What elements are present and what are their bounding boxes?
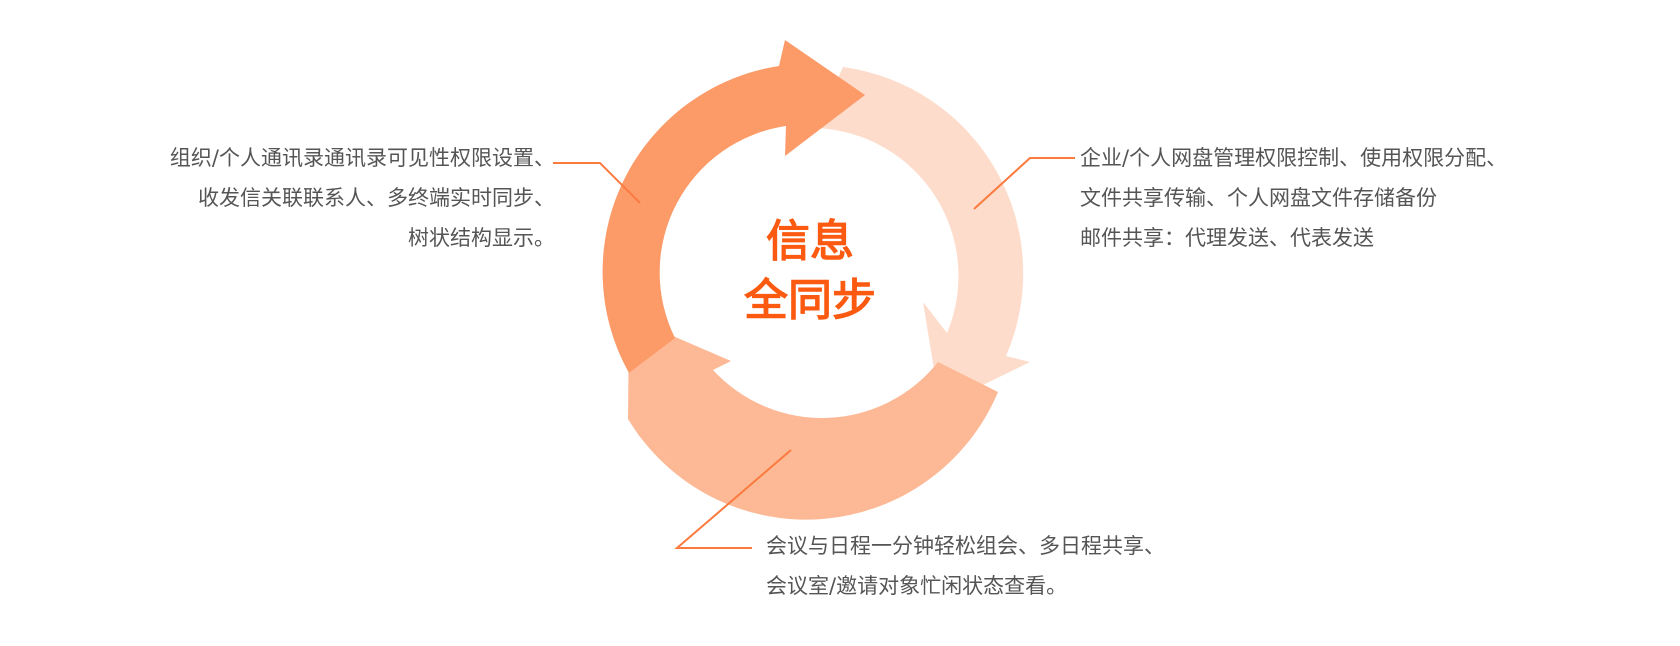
description-contacts: 组织/个人通讯录通讯录可见性权限设置、 收发信关联联系人、多终端实时同步、 树状… xyxy=(170,138,555,258)
leader-line-left xyxy=(553,162,641,204)
description-line: 会议与日程一分钟轻松组会、多日程共享、 xyxy=(766,534,1165,558)
center-title-line1: 信息 xyxy=(766,216,854,267)
description-line: 树状结构显示。 xyxy=(408,226,555,250)
description-line: 组织/个人通讯录通讯录可见性权限设置、 xyxy=(169,146,555,170)
leader-line-right xyxy=(973,157,1075,210)
description-line: 会议室/邀请对象忙闲状态查看。 xyxy=(766,574,1068,598)
cycle-arrow-top-left xyxy=(602,40,865,373)
description-line: 收发信关联联系人、多终端实时同步、 xyxy=(198,186,555,210)
cycle-arrow-right xyxy=(816,67,1030,406)
description-line: 文件共享传输、个人网盘文件存储备份 xyxy=(1080,186,1437,210)
leader-line-bottom xyxy=(674,449,792,549)
description-meetings: 会议与日程一分钟轻松组会、多日程共享、 会议室/邀请对象忙闲状态查看。 xyxy=(766,526,1165,606)
description-line: 企业/个人网盘管理权限控制、使用权限分配、 xyxy=(1080,146,1508,170)
description-netdisk: 企业/个人网盘管理权限控制、使用权限分配、 文件共享传输、个人网盘文件存储备份 … xyxy=(1080,138,1507,258)
description-line: 邮件共享：代理发送、代表发送 xyxy=(1080,226,1374,250)
center-title-line2: 全同步 xyxy=(744,275,876,326)
cycle-arrow-bottom xyxy=(628,317,998,520)
